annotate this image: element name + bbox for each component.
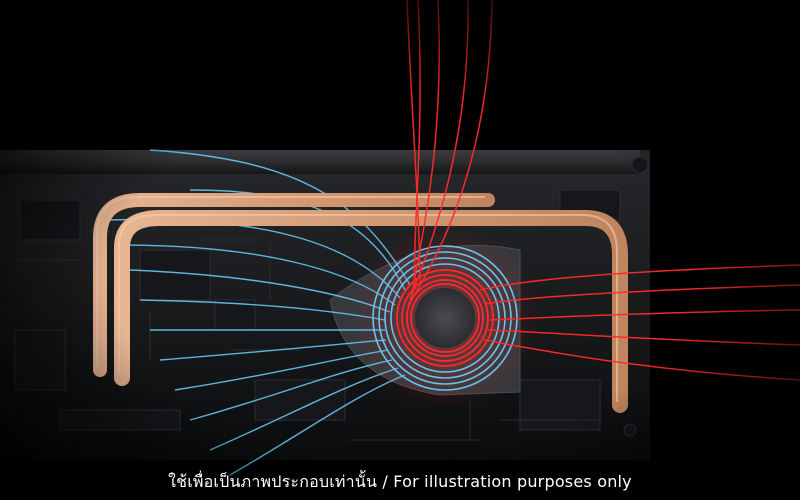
disclaimer-caption: ใช้เพื่อเป็นภาพประกอบเท่านั้น / For illu…	[168, 472, 632, 491]
